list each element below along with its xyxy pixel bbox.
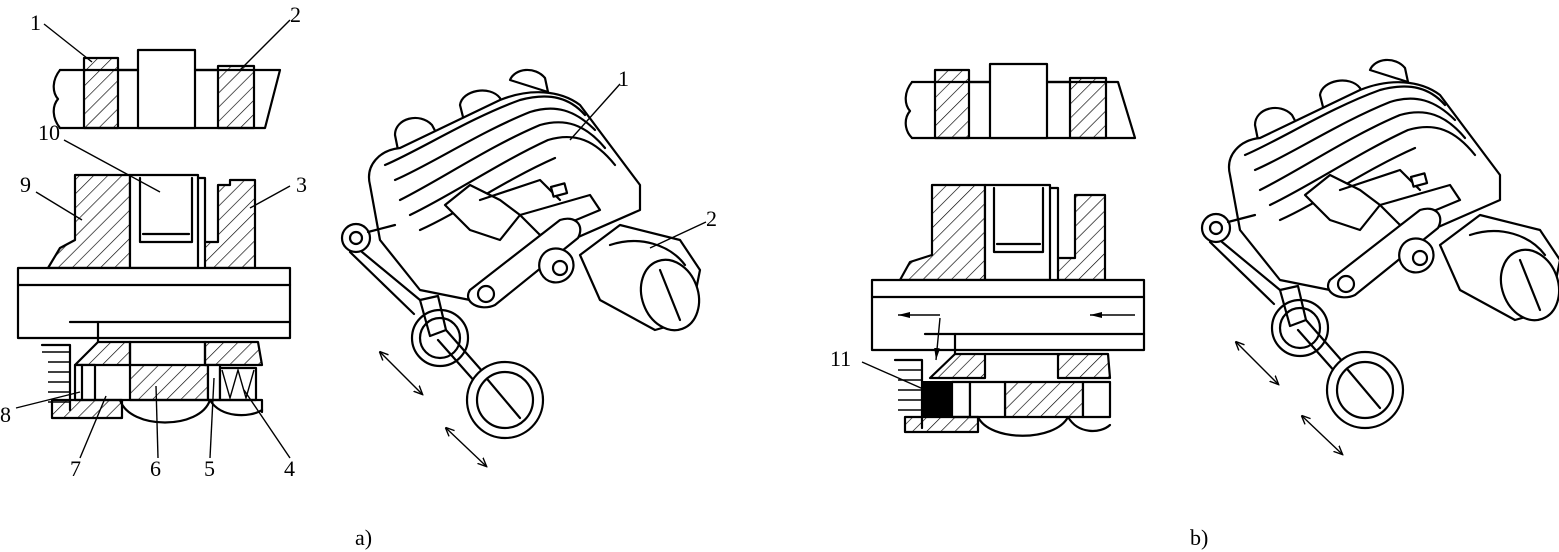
label-4: 4 bbox=[284, 456, 295, 481]
pictorial-view-b bbox=[1200, 58, 1559, 454]
label-9: 9 bbox=[20, 172, 31, 197]
pictorial-label-1: 1 bbox=[618, 66, 629, 91]
label-5: 5 bbox=[204, 456, 215, 481]
label-1: 1 bbox=[30, 10, 41, 35]
label-3: 3 bbox=[296, 172, 307, 197]
label-11: 11 bbox=[830, 346, 851, 371]
section-view-a: 1 2 10 9 3 8 7 6 5 4 bbox=[0, 2, 307, 481]
label-2: 2 bbox=[290, 2, 301, 27]
section-view-b: 11 bbox=[830, 62, 1146, 437]
label-8: 8 bbox=[0, 402, 11, 427]
label-7: 7 bbox=[70, 456, 81, 481]
label-10: 10 bbox=[38, 120, 60, 145]
label-6: 6 bbox=[150, 456, 161, 481]
pictorial-view-a: 1 2 bbox=[340, 66, 717, 466]
pictorial-label-2: 2 bbox=[706, 206, 717, 231]
caption-a: a) bbox=[355, 525, 372, 550]
caption-b: b) bbox=[1190, 525, 1208, 550]
